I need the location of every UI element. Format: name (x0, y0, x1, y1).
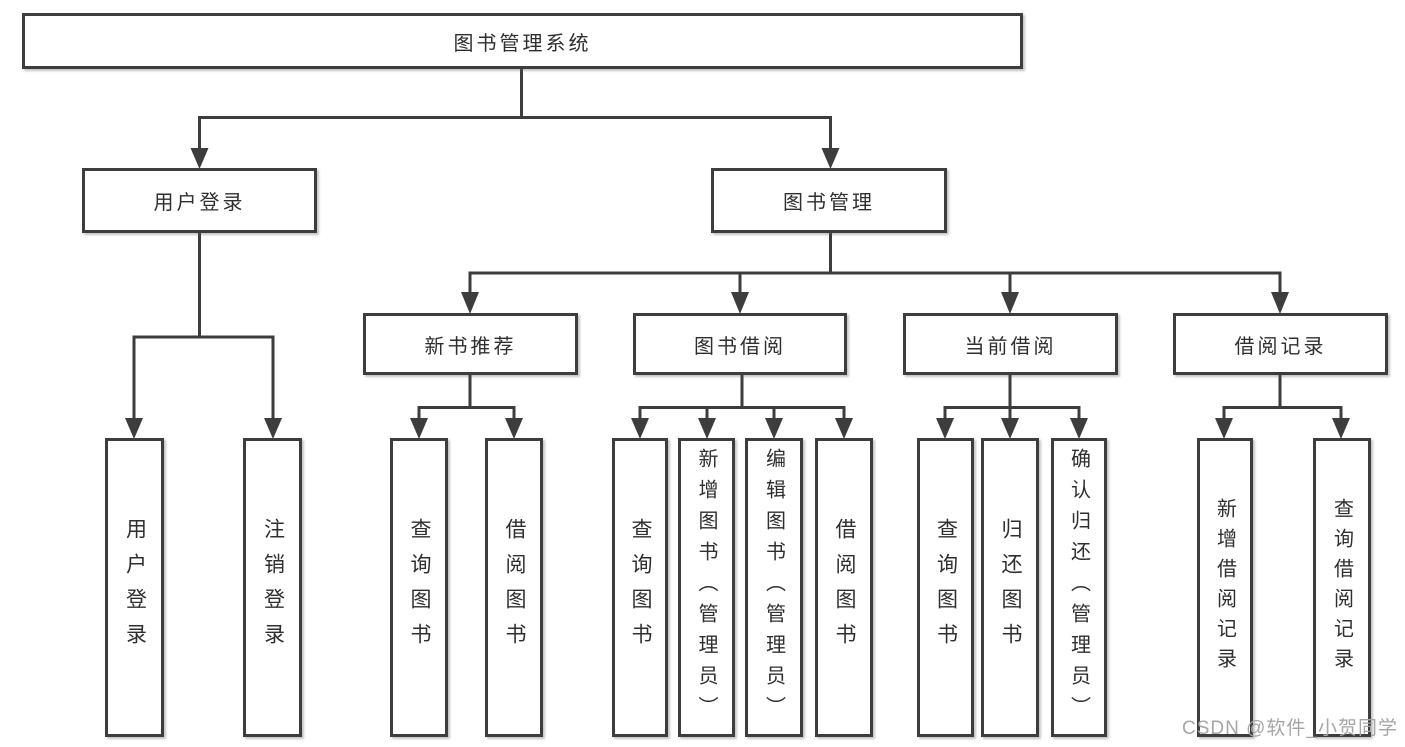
node-user-login-label: 用户登录 (153, 192, 246, 214)
leaf-add-books-admin: 新增图书（管理员） (678, 438, 735, 737)
leaf-query-books-current-label: 查询图书 (934, 517, 958, 658)
node-new-book-recommendation: 新书推荐 (363, 313, 578, 375)
leaf-confirm-return-admin: 确认归还（管理员） (1051, 438, 1107, 737)
node-book-borrowing-label: 图书借阅 (694, 335, 786, 358)
node-book-management-label: 图书管理 (783, 192, 875, 214)
leaf-query-borrow-record: 查询借阅记录 (1313, 438, 1371, 737)
leaf-borrow-books-label: 借阅图书 (833, 517, 856, 658)
leaf-add-borrow-record: 新增借阅记录 (1197, 438, 1253, 737)
leaf-user-login: 用户登录 (105, 438, 164, 737)
node-borrowing-records: 借阅记录 (1173, 313, 1388, 375)
node-system-root: 图书管理系统 (22, 13, 1023, 69)
leaf-confirm-return-admin-label: 确认归还（管理员） (1067, 448, 1090, 727)
leaf-query-books-borrowing: 查询图书 (612, 438, 668, 737)
leaf-logout-label: 注销登录 (261, 517, 285, 658)
node-current-borrowing: 当前借阅 (903, 313, 1118, 375)
csdn-watermark: CSDN @软件_小贺同学 (1182, 718, 1398, 739)
leaf-add-borrow-record-label: 新增借阅记录 (1213, 497, 1236, 678)
node-system-root-label: 图书管理系统 (453, 32, 592, 55)
leaf-return-books-label: 归还图书 (999, 517, 1022, 658)
node-user-login: 用户登录 (82, 168, 317, 233)
leaf-return-books: 归还图书 (981, 438, 1039, 737)
leaf-edit-books-admin-label: 编辑图书（管理员） (762, 448, 785, 727)
node-new-book-recommendation-label: 新书推荐 (424, 335, 517, 358)
leaf-query-borrow-record-label: 查询借阅记录 (1330, 497, 1353, 678)
leaf-query-books-borrowing-label: 查询图书 (629, 517, 652, 658)
leaf-user-login-label: 用户登录 (123, 517, 147, 658)
node-book-management: 图书管理 (711, 168, 947, 233)
leaf-borrow-books: 借阅图书 (815, 438, 873, 737)
leaf-query-books-recommend: 查询图书 (390, 438, 448, 737)
leaf-query-books-current: 查询图书 (917, 438, 974, 737)
leaf-borrow-books-recommend-label: 借阅图书 (503, 517, 526, 658)
node-borrowing-records-label: 借阅记录 (1234, 335, 1327, 358)
leaf-query-books-recommend-label: 查询图书 (408, 517, 431, 658)
leaf-add-books-admin-label: 新增图书（管理员） (695, 448, 717, 727)
leaf-edit-books-admin: 编辑图书（管理员） (745, 438, 803, 737)
node-current-borrowing-label: 当前借阅 (964, 335, 1057, 358)
leaf-logout: 注销登录 (243, 438, 302, 737)
leaf-borrow-books-recommend: 借阅图书 (485, 438, 543, 737)
node-book-borrowing: 图书借阅 (633, 313, 847, 375)
